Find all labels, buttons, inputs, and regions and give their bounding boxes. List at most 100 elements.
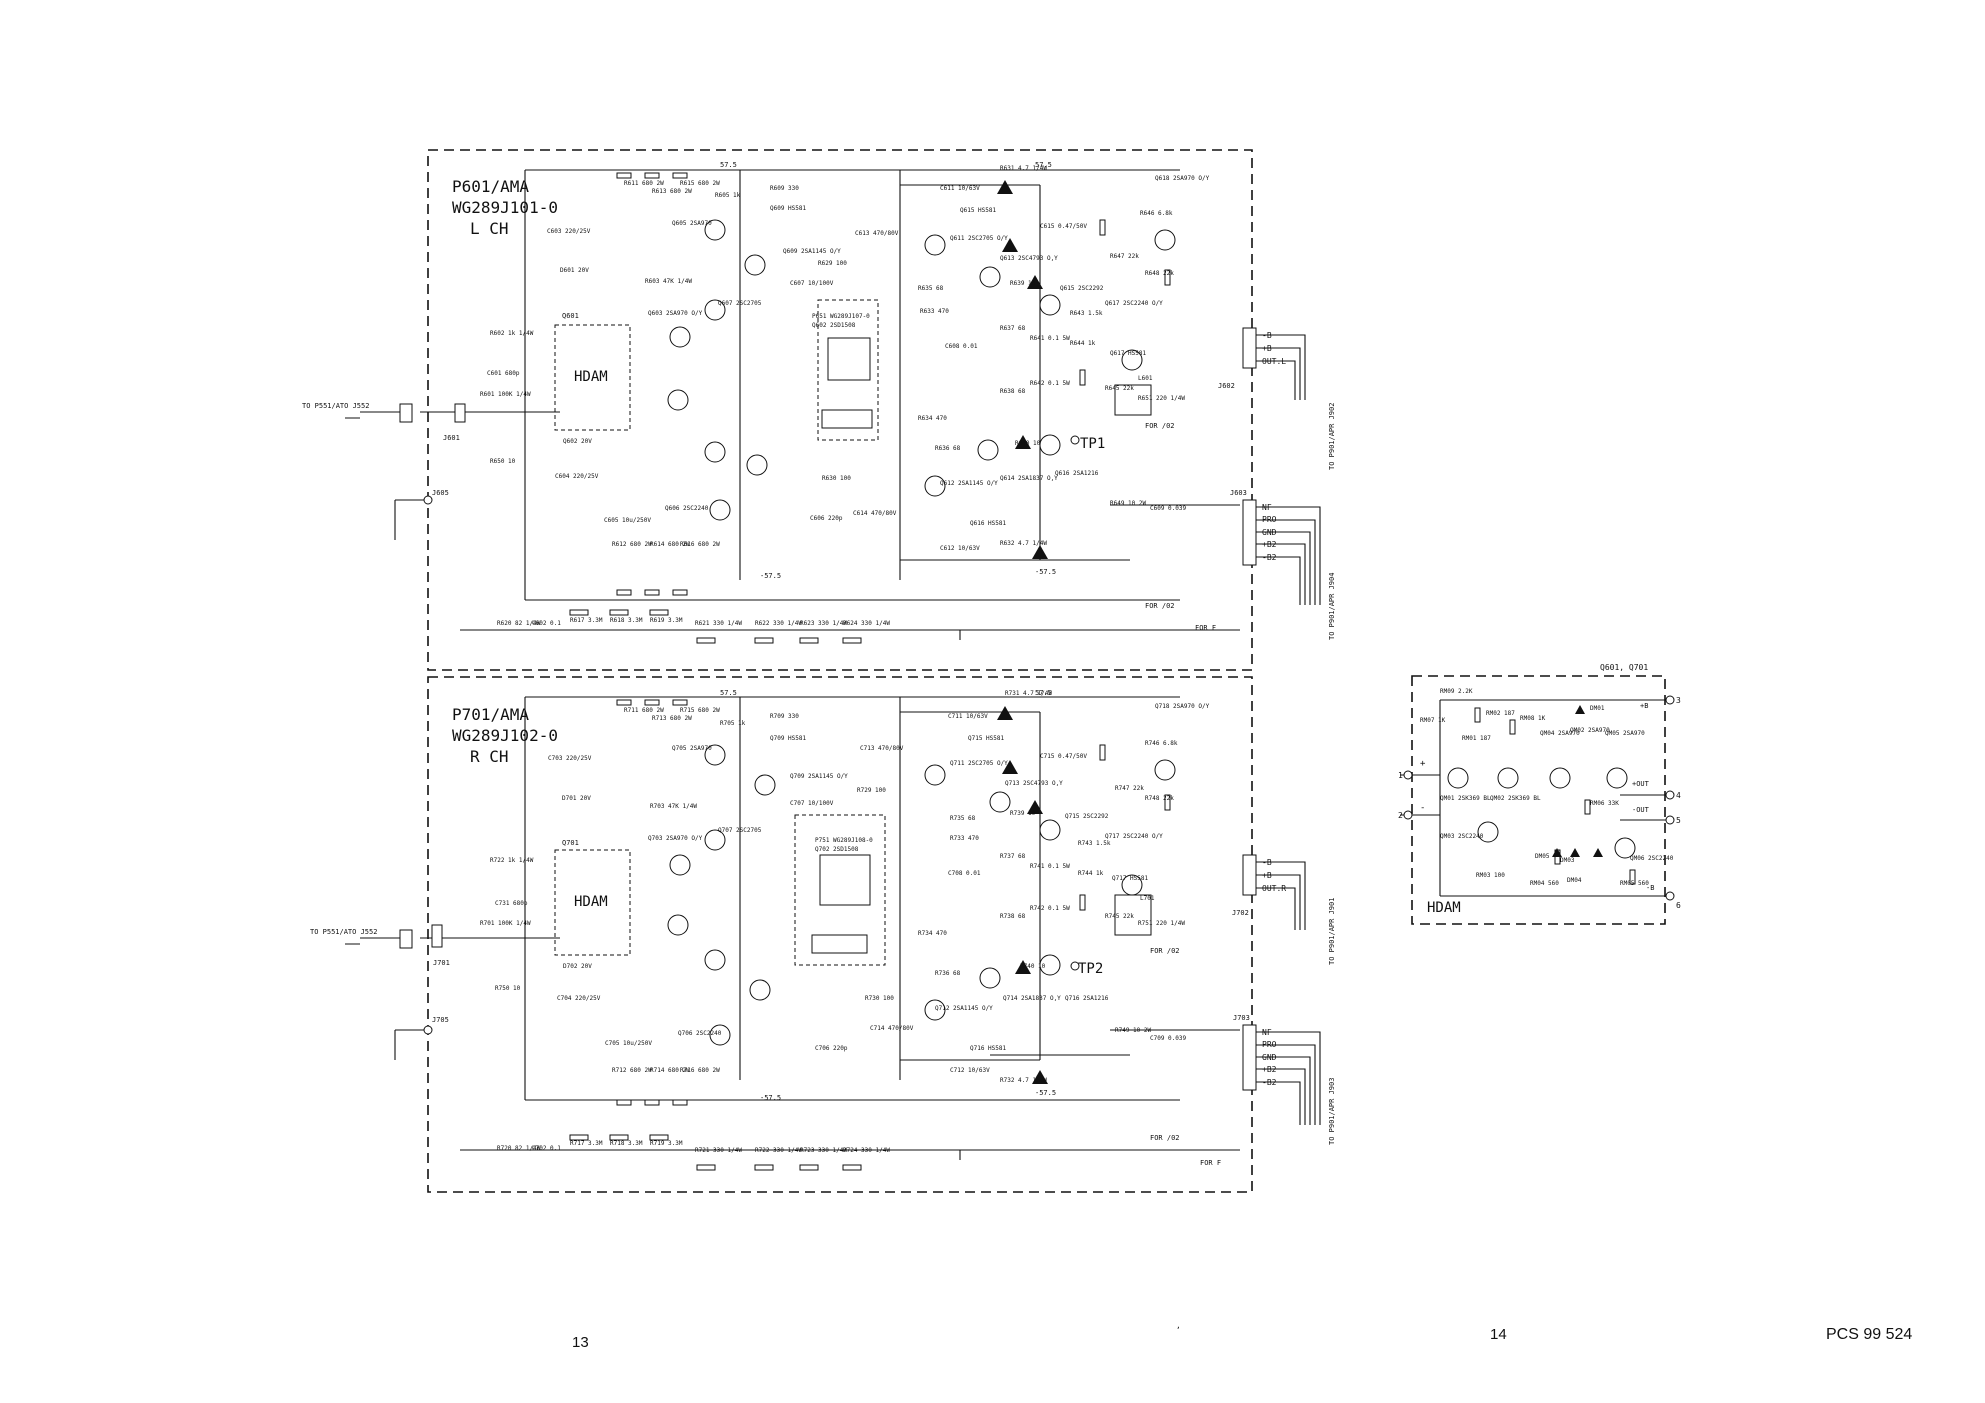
svg-text:Q715 HS581: Q715 HS581 bbox=[968, 735, 1005, 742]
svg-text:R716 680 2W: R716 680 2W bbox=[680, 1067, 720, 1074]
svg-text:+OUT: +OUT bbox=[1632, 780, 1650, 788]
svg-text:R724 330 1/4W: R724 330 1/4W bbox=[843, 1147, 890, 1154]
svg-text:R609 330: R609 330 bbox=[770, 185, 799, 192]
svg-text:R748 22k: R748 22k bbox=[1145, 795, 1174, 802]
svg-text:Q613 2SC4793 O,Y: Q613 2SC4793 O,Y bbox=[1000, 255, 1058, 262]
svg-text:Q609 2SA1145 O/Y: Q609 2SA1145 O/Y bbox=[783, 248, 841, 255]
svg-text:J602: J602 bbox=[1218, 382, 1235, 390]
upper-ctl-connector bbox=[1242, 499, 1257, 566]
svg-text:C712 10/63V: C712 10/63V bbox=[950, 1067, 990, 1074]
svg-text:QM05 2SA970: QM05 2SA970 bbox=[1605, 730, 1645, 737]
svg-text:Q717 2SC2240 O/Y: Q717 2SC2240 O/Y bbox=[1105, 833, 1163, 840]
svg-text:C615 0.47/50V: C615 0.47/50V bbox=[1040, 223, 1087, 230]
svg-text:RM01 187: RM01 187 bbox=[1462, 735, 1491, 742]
svg-text:C711 10/63V: C711 10/63V bbox=[948, 713, 988, 720]
upper-board-title: P601/AMA bbox=[452, 177, 529, 196]
svg-text:R643 1.5k: R643 1.5k bbox=[1070, 310, 1103, 317]
svg-text:J702: J702 bbox=[1232, 909, 1249, 917]
svg-text:R618 3.3M: R618 3.3M bbox=[610, 617, 643, 624]
svg-text:R732 4.7 1/4W: R732 4.7 1/4W bbox=[1000, 1077, 1047, 1084]
svg-text:FOR F: FOR F bbox=[1195, 624, 1216, 632]
svg-text:C612 10/63V: C612 10/63V bbox=[940, 545, 980, 552]
upper-board-channel: L CH bbox=[470, 219, 509, 238]
svg-text:R640 10: R640 10 bbox=[1015, 440, 1041, 447]
hdam-detail-label: HDAM bbox=[1427, 900, 1461, 916]
svg-text:C731 680p: C731 680p bbox=[495, 900, 528, 907]
svg-text:Q618 2SA970 O/Y: Q618 2SA970 O/Y bbox=[1155, 175, 1210, 182]
svg-text:Q713 2SC4793 O,Y: Q713 2SC4793 O,Y bbox=[1005, 780, 1063, 787]
document-reference: PCS 99 524 bbox=[1826, 1326, 1913, 1343]
svg-text:R614 680 2W: R614 680 2W bbox=[650, 541, 690, 548]
svg-text:57.5: 57.5 bbox=[720, 689, 737, 697]
svg-text:R616 680 2W: R616 680 2W bbox=[680, 541, 720, 548]
lower-testpoint: TP2 bbox=[1078, 961, 1103, 977]
upper-testpoint: TP1 bbox=[1080, 436, 1105, 452]
svg-text:L601: L601 bbox=[1138, 375, 1153, 382]
svg-text:Q711 2SC2705 O/Y: Q711 2SC2705 O/Y bbox=[950, 760, 1008, 767]
svg-text:R633 470: R633 470 bbox=[920, 308, 949, 315]
upper-hdam-label: HDAM bbox=[574, 369, 608, 385]
svg-text:Q611 2SC2705 O/Y: Q611 2SC2705 O/Y bbox=[950, 235, 1008, 242]
svg-text:4: 4 bbox=[1676, 791, 1681, 800]
page-number-left: 13 bbox=[572, 1334, 589, 1351]
svg-text:R629 100: R629 100 bbox=[818, 260, 847, 267]
svg-text:R623 330 1/4W: R623 330 1/4W bbox=[800, 620, 847, 627]
svg-text:R712 680 2W: R712 680 2W bbox=[612, 1067, 652, 1074]
svg-text:RM02 187: RM02 187 bbox=[1486, 710, 1515, 717]
svg-text:Q606 2SC2240: Q606 2SC2240 bbox=[665, 505, 709, 512]
svg-text:R743 1.5k: R743 1.5k bbox=[1078, 840, 1111, 847]
lower-board: P701/AMA WG289J102-0 R CH 57.5 57.5 -57.… bbox=[310, 676, 1336, 1193]
upper-hdam-block bbox=[554, 324, 631, 431]
svg-text:R638 68: R638 68 bbox=[1000, 388, 1026, 395]
upper-ctl-dest: TO P901/APR J904 bbox=[1328, 573, 1336, 640]
svg-text:C708 0.01: C708 0.01 bbox=[948, 870, 981, 877]
svg-text:J603: J603 bbox=[1230, 489, 1247, 497]
svg-text:RM04 560: RM04 560 bbox=[1530, 880, 1559, 887]
lower-output-module bbox=[794, 814, 886, 966]
svg-text:D601 20V: D601 20V bbox=[560, 267, 589, 274]
lower-hdam-block bbox=[554, 849, 631, 956]
svg-text:Q707 2SC2705: Q707 2SC2705 bbox=[718, 827, 762, 834]
svg-text:R601 100K 1/4W: R601 100K 1/4W bbox=[480, 391, 531, 398]
svg-text:R621 330 1/4W: R621 330 1/4W bbox=[695, 620, 742, 627]
svg-text:6: 6 bbox=[1676, 901, 1681, 910]
svg-text:R745 22k: R745 22k bbox=[1105, 913, 1134, 920]
svg-text:R721 330 1/4W: R721 330 1/4W bbox=[695, 1147, 742, 1154]
svg-text:R636 68: R636 68 bbox=[935, 445, 961, 452]
svg-text:C704 220/25V: C704 220/25V bbox=[557, 995, 601, 1002]
svg-text:Q715 2SC2292: Q715 2SC2292 bbox=[1065, 813, 1109, 820]
svg-text:R602 1k 1/4W: R602 1k 1/4W bbox=[490, 330, 534, 337]
svg-text:R641 0.1 5W: R641 0.1 5W bbox=[1030, 335, 1070, 342]
svg-text:R729 100: R729 100 bbox=[857, 787, 886, 794]
hdam-part-labels: RM09 2.2K RM07 1K RM01 187 RM02 187 RM08… bbox=[1420, 688, 1674, 887]
svg-text:R711 680 2W: R711 680 2W bbox=[624, 707, 664, 714]
svg-text:Q615 HS581: Q615 HS581 bbox=[960, 207, 997, 214]
svg-text:R746 6.8k: R746 6.8k bbox=[1145, 740, 1178, 747]
svg-text:FOR /02: FOR /02 bbox=[1145, 602, 1175, 610]
svg-text:R720 82 1/4W: R720 82 1/4W bbox=[497, 1145, 541, 1152]
svg-text:C607 10/100V: C607 10/100V bbox=[790, 280, 834, 287]
svg-text:R650 10: R650 10 bbox=[490, 458, 516, 465]
svg-text:R741 0.1 5W: R741 0.1 5W bbox=[1030, 863, 1070, 870]
lower-gnd-conn: J705 bbox=[432, 1016, 449, 1024]
centre-mark: , bbox=[1176, 1321, 1181, 1330]
svg-text:R740 10: R740 10 bbox=[1020, 963, 1046, 970]
svg-text:R733 470: R733 470 bbox=[950, 835, 979, 842]
svg-text:R605 1k: R605 1k bbox=[715, 192, 741, 199]
svg-text:QM02 2SA970: QM02 2SA970 bbox=[1570, 727, 1610, 734]
svg-text:C606 220p: C606 220p bbox=[810, 515, 843, 522]
lower-board-outline bbox=[427, 676, 1253, 1193]
svg-text:D701 20V: D701 20V bbox=[562, 795, 591, 802]
svg-text:R620 82 1/4W: R620 82 1/4W bbox=[497, 620, 541, 627]
lower-out-connector bbox=[1242, 854, 1257, 896]
svg-text:Q603 2SA970 O/Y: Q603 2SA970 O/Y bbox=[648, 310, 703, 317]
svg-text:R714 680 2W: R714 680 2W bbox=[650, 1067, 690, 1074]
svg-text:R734 470: R734 470 bbox=[918, 930, 947, 937]
svg-text:R613 680 2W: R613 680 2W bbox=[652, 188, 692, 195]
svg-text:R750 10: R750 10 bbox=[495, 985, 521, 992]
svg-text:Q602 2SD1508: Q602 2SD1508 bbox=[812, 322, 856, 329]
lower-out-dest: TO P901/APR J901 bbox=[1328, 898, 1336, 965]
svg-text:R722 330 1/4W: R722 330 1/4W bbox=[755, 1147, 802, 1154]
svg-text:Q617 HS581: Q617 HS581 bbox=[1110, 350, 1147, 357]
upper-gnd-conn: J605 bbox=[432, 489, 449, 497]
